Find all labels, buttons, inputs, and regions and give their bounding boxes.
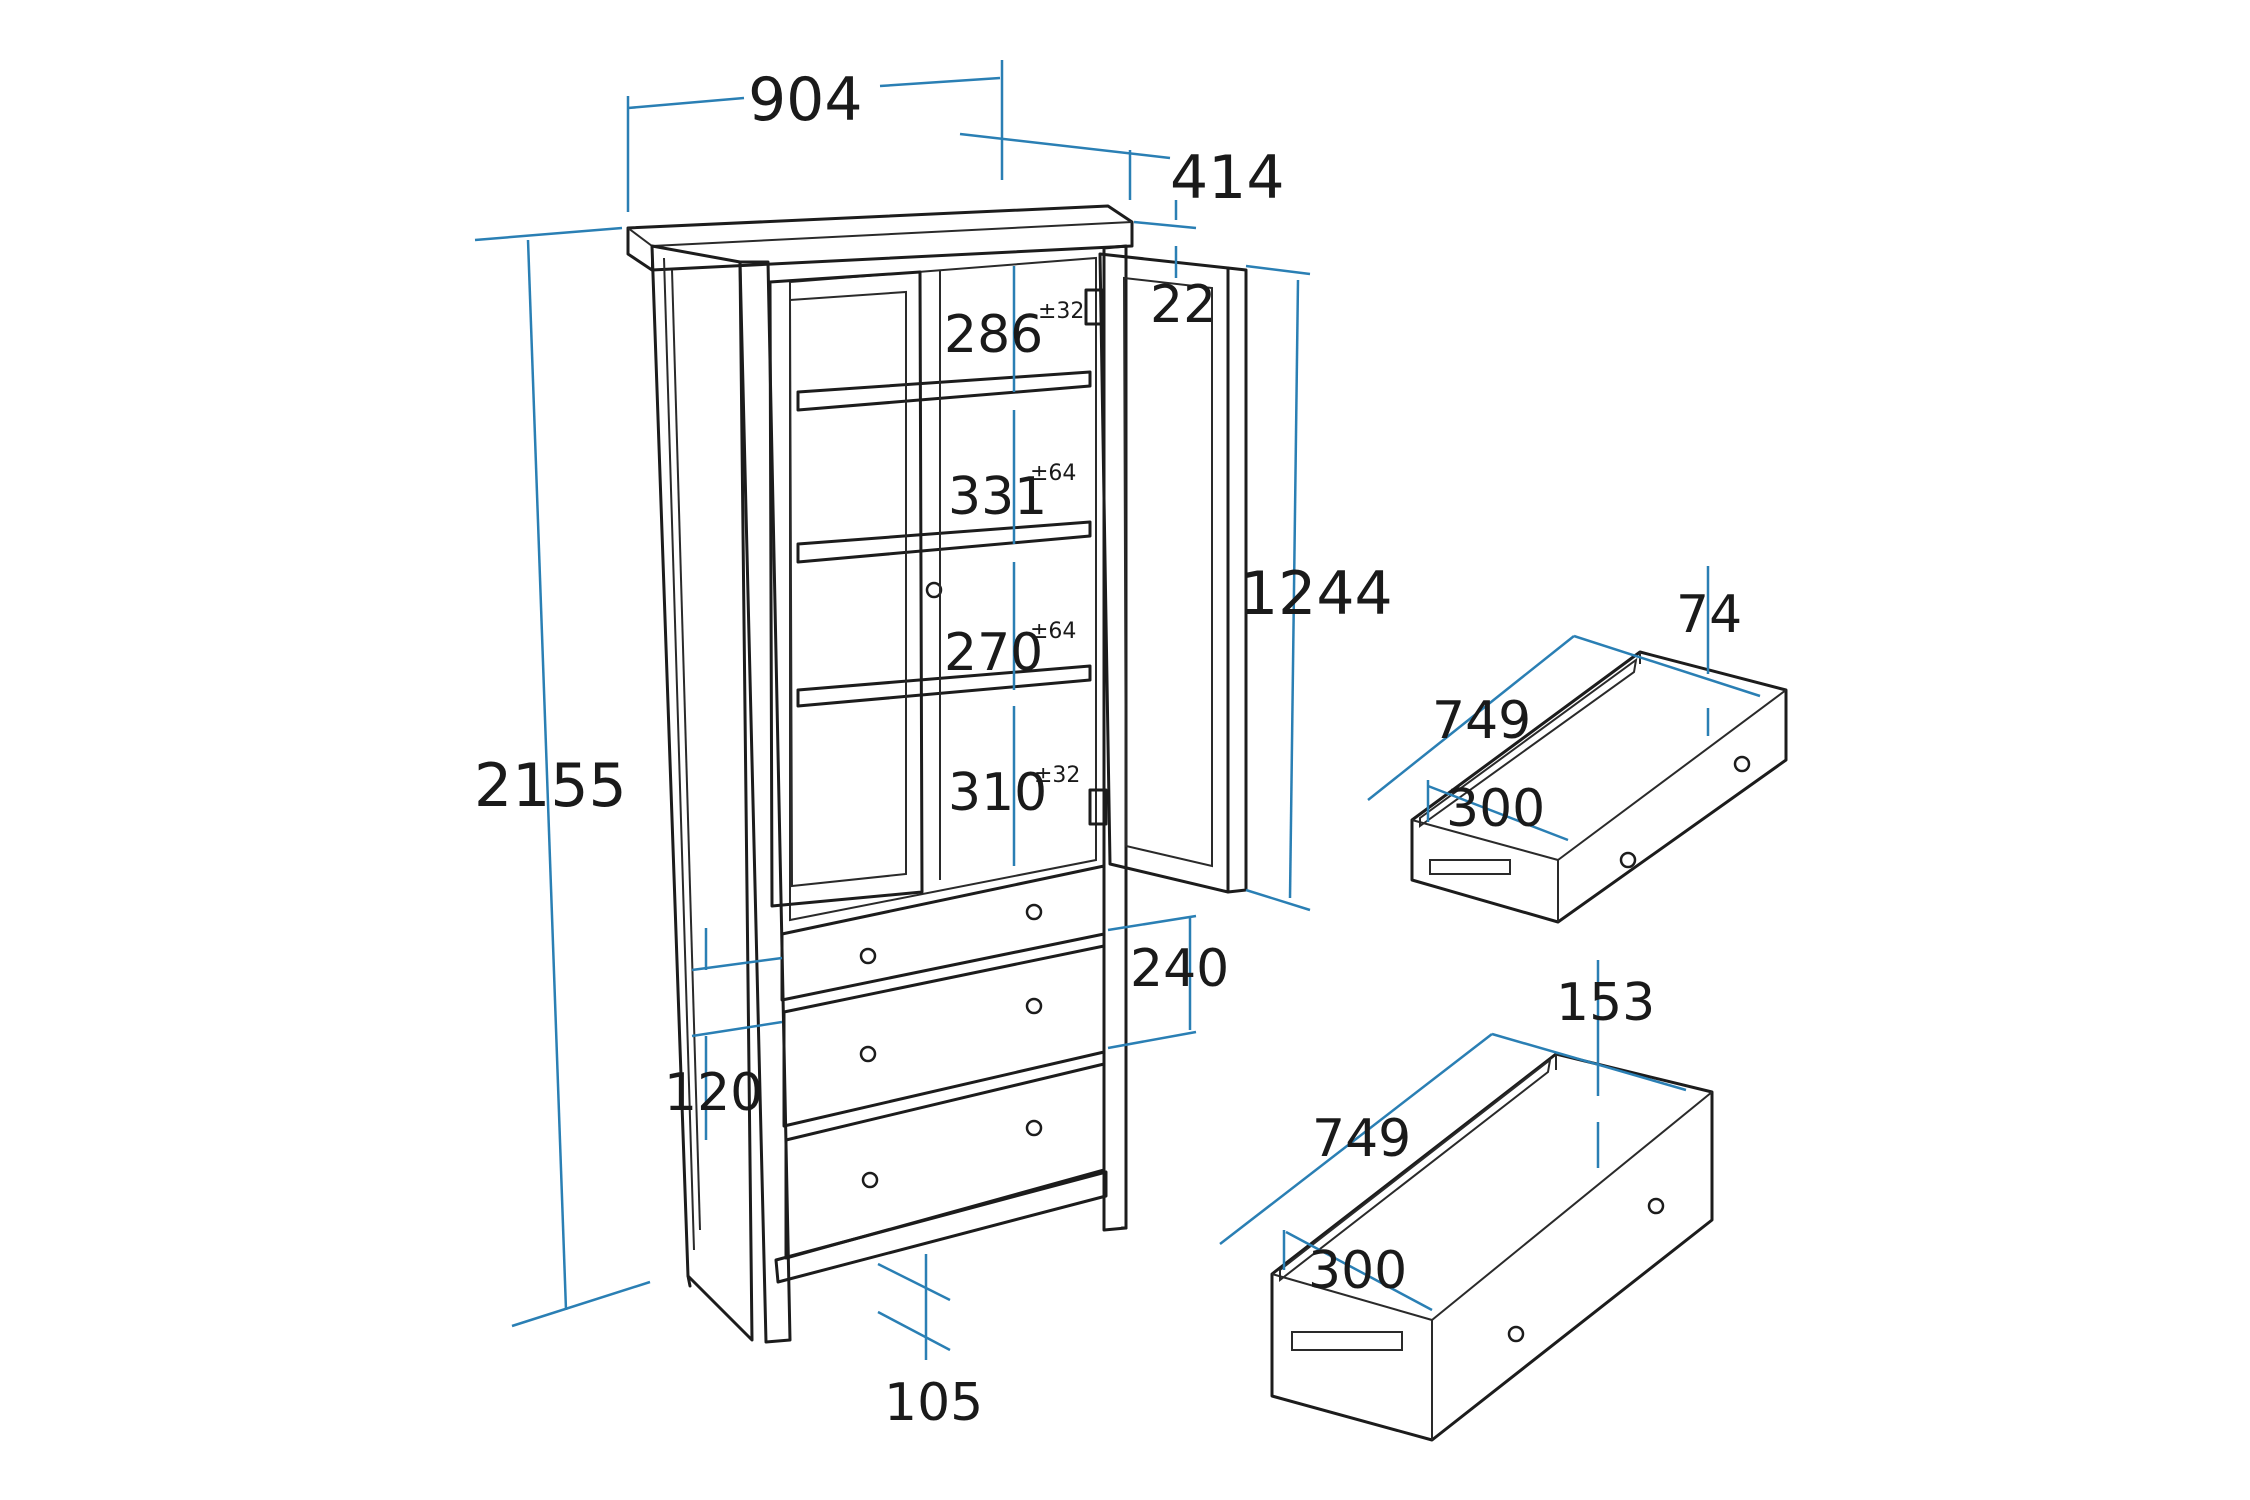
large-drawer — [1270, 1052, 1714, 1442]
dimension-labels: 904 414 2155 22 1244 240 120 105 286 ±32… — [474, 65, 1742, 1433]
overall-width-label: 904 — [748, 65, 863, 135]
bottom-drawer-knob-right-icon — [1025, 1119, 1043, 1137]
cabinet-left-side — [650, 244, 754, 1342]
small-drawer-height-label-2: 74 — [1676, 585, 1742, 645]
large-drawer-height-label: 153 — [1556, 973, 1655, 1033]
small-drawer-knob-icon — [1733, 755, 1751, 773]
shelf-spacing-3-label: 270 — [944, 623, 1043, 683]
cabinet-middle-drawer[interactable] — [782, 944, 1106, 1128]
lower-hinge-icon — [1088, 788, 1108, 826]
shelf-spacing-2-tolerance: ±64 — [1030, 461, 1076, 486]
bottom-drawer-knob-left-icon — [861, 1171, 879, 1189]
left-glass-door[interactable] — [768, 270, 943, 908]
large-drawer-runner-label: 300 — [1308, 1241, 1407, 1301]
top-thickness-label: 22 — [1150, 275, 1216, 335]
small-drawer-height-label: 120 — [664, 1063, 763, 1123]
large-drawer-knob-2-icon — [1507, 1325, 1525, 1343]
large-drawer-dimension-lines — [1219, 960, 1687, 1312]
small-drawer — [1410, 650, 1788, 924]
shelves — [796, 370, 1092, 708]
cabinet — [626, 204, 1248, 1344]
overall-depth-label: 414 — [1170, 143, 1285, 213]
overall-height-label: 2155 — [474, 751, 627, 821]
drawer-front-height-label: 240 — [1130, 939, 1229, 999]
shelf-spacing-4-tolerance: ±32 — [1034, 763, 1080, 788]
cabinet-drawers — [774, 864, 1108, 1284]
small-drawer-dimension-lines — [1367, 566, 1761, 842]
shelf-spacing-1-tolerance: ±32 — [1038, 299, 1084, 324]
middle-drawer-knob-left-icon — [859, 1045, 877, 1063]
upper-hinge-icon — [1084, 288, 1104, 326]
shelf-spacing-2-label: 331 — [948, 467, 1047, 527]
small-drawer-length-label: 749 — [1432, 691, 1531, 751]
cabinet-front-left-stile — [738, 260, 792, 1344]
left-door-knob-icon[interactable] — [925, 581, 943, 599]
small-drawer-runner-label: 300 — [1446, 779, 1545, 839]
cabinet-top — [626, 204, 1134, 272]
cabinet-top-drawer[interactable] — [780, 864, 1106, 1002]
small-drawer-knob-2-icon — [1619, 851, 1637, 869]
shelf-spacing-3-tolerance: ±64 — [1030, 619, 1076, 644]
large-drawer-knob-icon — [1647, 1197, 1665, 1215]
cabinet-interior-back — [789, 256, 1097, 922]
right-glass-door-open[interactable] — [1084, 252, 1248, 894]
top-drawer-knob-left-icon — [859, 947, 877, 965]
cabinet-dimension-lines — [474, 60, 1311, 1360]
shelf-spacing-1-label: 286 — [944, 305, 1043, 365]
middle-drawer-knob-right-icon — [1025, 997, 1043, 1015]
small-drawer-runner-icon — [1429, 859, 1511, 875]
top-drawer-knob-right-icon — [1025, 903, 1043, 921]
leg-height-label: 105 — [884, 1373, 983, 1433]
shelf-spacing-4-label: 310 — [948, 763, 1047, 823]
large-drawer-runner-icon — [1291, 1331, 1403, 1351]
door-height-label: 1244 — [1240, 559, 1393, 629]
large-drawer-length-label: 749 — [1312, 1109, 1411, 1169]
cabinet-bottom-drawer[interactable] — [784, 1062, 1106, 1260]
